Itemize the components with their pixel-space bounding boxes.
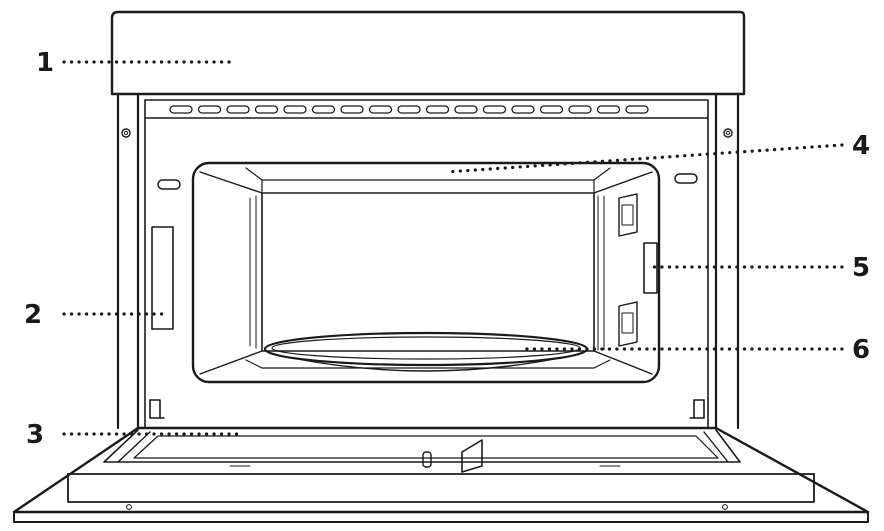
vent-slot [197, 105, 222, 114]
callout-1: 1 [36, 48, 54, 78]
vent-slot [625, 105, 649, 114]
vent-slot [397, 105, 421, 114]
vent-slot [539, 105, 564, 114]
vent-slot [340, 105, 364, 114]
vent-slot [254, 105, 279, 114]
vent-slot [283, 105, 307, 114]
oven-cavity [191, 161, 661, 384]
turntable-glass-tray [263, 331, 589, 372]
oven-door [12, 426, 870, 523]
vent-slot [226, 105, 250, 114]
callout-labels: 1 2 3 4 5 6 [24, 48, 870, 450]
vent-slots [169, 105, 649, 114]
callout-5: 5 [852, 253, 870, 283]
waveguide-cover [618, 193, 658, 347]
vent-slot [425, 105, 450, 114]
screw-right-icon [723, 128, 733, 138]
frame-slots [157, 173, 698, 190]
vent-slot [596, 105, 621, 114]
callout-2: 2 [24, 300, 42, 330]
leader-line-4 [444, 143, 844, 174]
vent-slot [568, 105, 592, 114]
oven-body [116, 92, 740, 430]
callout-3: 3 [26, 420, 44, 450]
screw-left-icon [121, 128, 131, 138]
control-panel [110, 10, 746, 96]
vent-slot [482, 105, 507, 114]
vent-slot [169, 105, 193, 114]
vent-slot [511, 105, 535, 114]
vent-slot [368, 105, 393, 114]
vent-slot [311, 105, 336, 114]
callout-4: 4 [852, 131, 870, 161]
callout-6: 6 [852, 335, 870, 365]
door-safety-lock [151, 226, 174, 330]
leader-lines [62, 60, 844, 436]
cavity-base-frame [149, 399, 705, 419]
vent-slot [454, 105, 478, 114]
